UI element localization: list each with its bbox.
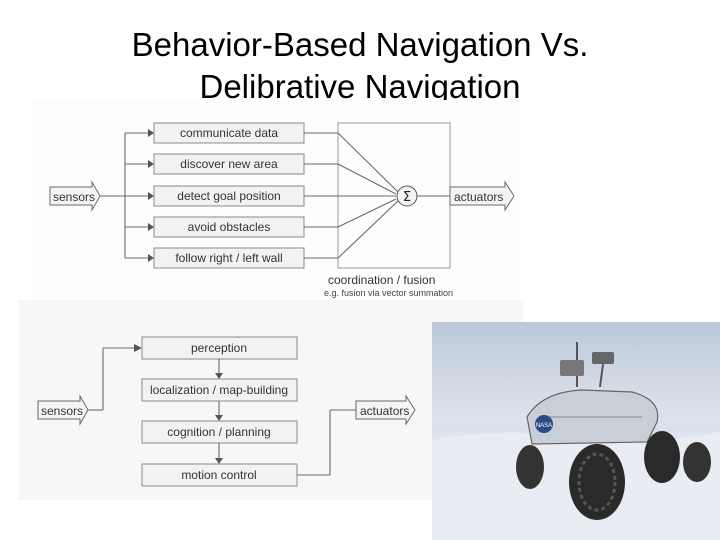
behavior-item: discover new area: [125, 153, 305, 175]
stage-label: perception: [191, 341, 247, 355]
actuators-arrow: [449, 180, 515, 212]
sensors-label: sensors: [53, 190, 95, 204]
behavior-label: discover new area: [180, 157, 278, 171]
behavior-item: detect goal position: [125, 185, 305, 207]
behavior-item: follow right / left wall: [125, 247, 305, 269]
wheel-icon: [644, 431, 680, 483]
stage-label: localization / map-building: [150, 383, 288, 397]
behavior-label: communicate data: [180, 126, 278, 140]
nasa-badge-text: NASA: [536, 423, 552, 429]
sum-symbol: Σ: [403, 190, 411, 205]
stage-label: cognition / planning: [167, 425, 270, 439]
wheel-icon: [516, 445, 544, 489]
sensors-label: sensors: [41, 404, 83, 418]
behavior-item: avoid obstacles: [125, 216, 305, 238]
behavior-label: detect goal position: [177, 189, 280, 203]
behavior-based-diagram: sensors communicate data discover new ar…: [30, 100, 520, 300]
nasa-logo-icon: [535, 415, 553, 433]
wheel-icon: [683, 442, 711, 482]
behavior-item: communicate data: [125, 122, 305, 144]
actuators-arrow: [355, 394, 416, 426]
behavior-label: avoid obstacles: [188, 220, 271, 234]
fusion-caption: coordination / fusion: [328, 273, 435, 287]
sensors-arrow: [37, 394, 89, 426]
slide-title-line-1: Behavior-Based Navigation Vs.: [131, 26, 589, 63]
stage-label: motion control: [181, 468, 256, 482]
rover-photo: NASA: [432, 322, 720, 540]
actuators-label: actuators: [454, 190, 503, 204]
sensors-arrow: [49, 180, 101, 212]
slide-title: Behavior-Based Navigation Vs. Delibrativ…: [0, 24, 720, 108]
behavior-label: follow right / left wall: [175, 251, 282, 265]
slide-title-line-2: Delibrative Navigation: [199, 68, 521, 105]
fusion-subcaption: e.g. fusion via vector summation: [324, 288, 453, 298]
actuators-label: actuators: [360, 404, 409, 418]
